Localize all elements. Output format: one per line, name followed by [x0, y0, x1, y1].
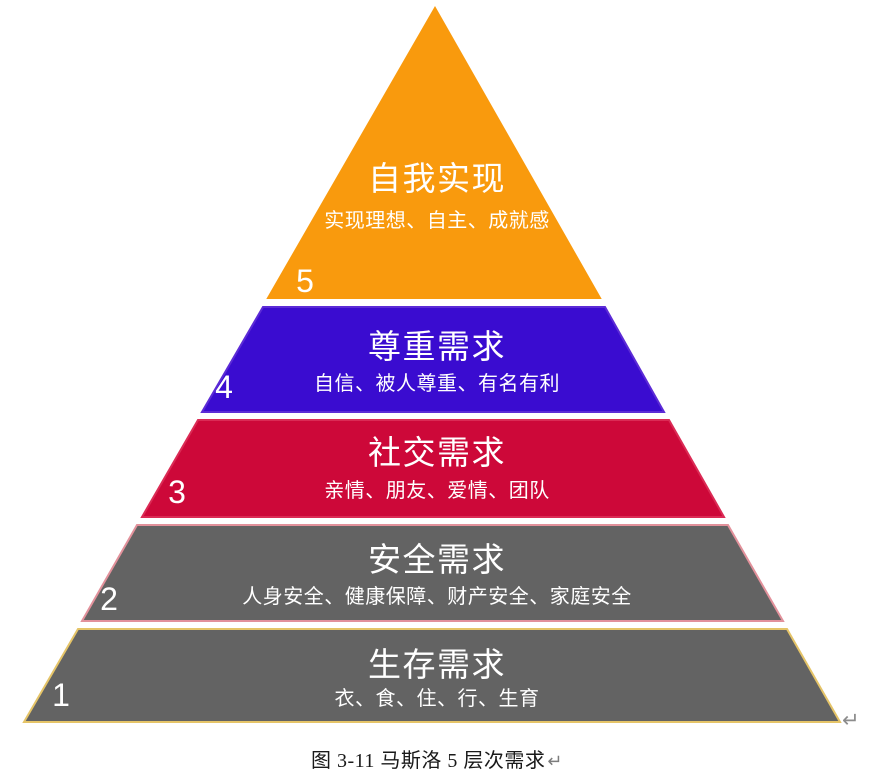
pyramid-level-2: 安全需求 人身安全、健康保障、财产安全、家庭安全 2: [80, 524, 785, 622]
level-4-labels: 尊重需求 自信、被人尊重、有名有利 4: [215, 328, 560, 405]
level-1-shape: [22, 628, 842, 723]
level-1-number: 1: [52, 677, 70, 713]
pyramid-level-5: 自我实现 实现理想、自主、成就感 5: [266, 5, 602, 299]
level-1-subtitle: 衣、食、住、行、生育: [335, 687, 540, 710]
level-4-subtitle: 自信、被人尊重、有名有利: [314, 372, 560, 395]
level-2-labels: 安全需求 人身安全、健康保障、财产安全、家庭安全 2: [100, 541, 632, 617]
level-5-title: 自我实现: [368, 160, 506, 197]
level-3-number: 3: [168, 474, 186, 510]
level-2-title: 安全需求: [368, 541, 506, 578]
pyramid-level-3: 社交需求 亲情、朋友、爱情、团队 3: [140, 419, 726, 518]
pyramid-level-4: 尊重需求 自信、被人尊重、有名有利 4: [200, 306, 666, 413]
level-3-title: 社交需求: [368, 434, 506, 471]
figure-caption: 图 3-11 马斯洛 5 层次需求↵: [0, 744, 874, 773]
level-1-title: 生存需求: [368, 646, 506, 683]
level-3-shape: [140, 419, 726, 518]
figure-caption-text: 图 3-11 马斯洛 5 层次需求: [310, 750, 546, 772]
level-4-title: 尊重需求: [368, 328, 506, 365]
maslow-pyramid-figure: 自我实现 实现理想、自主、成就感 5 尊重需求 自信、被人尊重、有名有利 4 社…: [22, 5, 842, 723]
paragraph-return-mark: ↵: [842, 709, 860, 732]
level-3-subtitle: 亲情、朋友、爱情、团队: [324, 479, 550, 502]
level-5-shape: [266, 5, 602, 299]
level-5-number: 5: [296, 263, 314, 299]
level-2-number: 2: [100, 581, 118, 617]
paragraph-return-mark: ↵: [547, 751, 563, 771]
level-4-number: 4: [215, 369, 233, 405]
level-5-subtitle: 实现理想、自主、成就感: [324, 209, 550, 232]
level-5-labels: 自我实现 实现理想、自主、成就感 5: [296, 160, 550, 299]
level-4-shape: [200, 306, 666, 413]
level-3-labels: 社交需求 亲情、朋友、爱情、团队 3: [168, 434, 550, 510]
level-1-labels: 生存需求 衣、食、住、行、生育 1: [52, 646, 539, 713]
level-2-subtitle: 人身安全、健康保障、财产安全、家庭安全: [242, 585, 632, 608]
pyramid-level-1: 生存需求 衣、食、住、行、生育 1: [22, 628, 842, 723]
level-2-shape: [80, 524, 785, 622]
